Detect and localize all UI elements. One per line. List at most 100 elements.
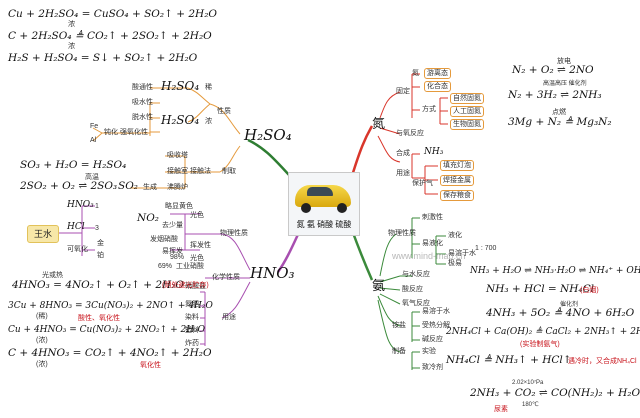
n2-main-branch bbox=[350, 125, 374, 177]
metal-al: Al bbox=[90, 137, 97, 144]
hno3-phys: 物理性质 bbox=[220, 230, 248, 237]
hno3-salts: 硝酸盐 bbox=[185, 283, 206, 290]
eq-c-h2so4-cond: 浓 bbox=[68, 43, 75, 50]
nh3-refrig: 致冷剂 bbox=[422, 364, 443, 371]
nh3-hub: 氨 bbox=[372, 279, 386, 294]
h2so4-dilute-tag: 稀 bbox=[205, 84, 212, 91]
h2so4-conc-formula: H₂SO₄ bbox=[161, 113, 200, 127]
eq-cu-dil-note: 酸性、氧化性 bbox=[78, 315, 120, 322]
eq-nh4cl-decomp-note: 遇冷时，又合成NH₄Cl bbox=[568, 358, 637, 365]
n2-preserve: 保存粮食 bbox=[440, 190, 474, 201]
eq-so2-o2-cond: 高温 bbox=[85, 174, 99, 181]
wangshui-platinum: 铂 bbox=[97, 252, 104, 259]
eq-cu-dil-cond: (稀) bbox=[36, 313, 48, 320]
hno3-light: 光色 bbox=[190, 212, 204, 219]
hno3-plastic: 塑料 bbox=[185, 327, 199, 334]
nh3-smell: 刺激性 bbox=[422, 214, 443, 221]
h2so4-hub: H₂SO₄ bbox=[244, 126, 292, 144]
eq-urea-cond-top: 2.02×10⁷Pa bbox=[512, 380, 544, 386]
hno3-dye: 染料 bbox=[185, 314, 199, 321]
hno3-chem: 化学性质 bbox=[212, 274, 240, 281]
eq-cu-dil: 3Cu + 8HNO₃ = 3Cu(NO₃)₂ + 2NO↑ + 4H₂O bbox=[8, 301, 213, 311]
eq-nh4cl-caoh2: 2NH₄Cl + Ca(OH)₂ ≜ CaCl₂ + 2NH₃↑ + 2H₂O bbox=[446, 327, 640, 337]
h2so4-main-branch bbox=[247, 138, 291, 177]
n2-fill-lamp: 填充灯泡 bbox=[440, 160, 474, 171]
hno3-light2: 光色 bbox=[190, 255, 204, 262]
eq-c-hno3-note: 氧化性 bbox=[140, 362, 161, 369]
eq-c-hno3: C + 4HNO₃ = CO₂↑ + 4NO₂↑ + 2H₂O bbox=[8, 347, 212, 359]
hno3-fuming: 发烟硝酸 bbox=[150, 236, 178, 243]
watermark: www.mind-map.cn bbox=[392, 251, 466, 261]
n2-stable-sub bbox=[411, 73, 420, 118]
wangshui-hcl-ratio: 3 bbox=[95, 225, 99, 232]
nh3-phys-sub bbox=[411, 217, 446, 265]
eq-nh4cl-decomp: NH₄Cl ≜ NH₃↑ + HCl↑ bbox=[446, 354, 572, 366]
h2so4-dilute-formula: H₂SO₄ bbox=[161, 79, 200, 93]
h2so4-contact-method: 接触法 bbox=[190, 168, 211, 175]
wangshui-hcl: HCl bbox=[67, 222, 85, 232]
h2so4-props-link bbox=[209, 103, 241, 135]
n2-nh3: NH₃ bbox=[424, 147, 444, 157]
contact-link bbox=[165, 155, 220, 189]
hno3-98: 98% bbox=[170, 254, 185, 261]
eq-nh4cl-caoh2-note: (实验制氨气) bbox=[520, 341, 560, 348]
n2-artificial: 人工固氮 bbox=[450, 106, 484, 117]
hno3-phys-sub bbox=[170, 213, 222, 251]
n2-compound: 化合态 bbox=[424, 81, 451, 92]
hno3-no2: NO₂ bbox=[137, 212, 160, 224]
eq-urea-cond-bot: 180℃ bbox=[522, 402, 539, 408]
nh3-salt-link bbox=[377, 295, 420, 342]
nh3-chem-sub bbox=[379, 275, 412, 305]
eq-h2s-h2so4: H₂S + H₂SO₄ = S↓ + SO₂↑ + 2H₂O bbox=[8, 52, 198, 64]
n2-methods-sub bbox=[439, 97, 448, 125]
n2-use-link bbox=[377, 135, 401, 163]
nh3-lab: 实验 bbox=[422, 348, 436, 355]
n2-uses: 用途 bbox=[396, 170, 410, 177]
n2-synthesis: 合成 bbox=[396, 150, 410, 157]
h2so4-properties: 性质 bbox=[217, 108, 231, 115]
so2-generate: 生成 bbox=[143, 184, 157, 191]
nh3-rxn-acid: 酸反应 bbox=[402, 286, 423, 293]
hno3-69: 69% bbox=[158, 263, 173, 270]
center-title: 氮 氨 硝酸 硫酸 bbox=[296, 220, 352, 229]
hno3-decomp: 去少量 bbox=[162, 222, 183, 229]
hno3-easy: 易挥发 bbox=[162, 248, 183, 255]
car-wheel-front bbox=[301, 203, 311, 213]
eq-urea: 2NH₃ + CO₂ ⇌ CO(NH₂)₂ + H₂O bbox=[470, 387, 640, 399]
car-window bbox=[307, 187, 333, 196]
eq-nh3-hcl-note: (白烟) bbox=[580, 287, 599, 294]
eq-cu-h2so4: Cu + 2H₂SO₄ = CuSO₄ + SO₂↑ + 2H₂O bbox=[8, 8, 218, 20]
nh3-phys: 物理性质 bbox=[388, 230, 416, 237]
wangshui-dissolve: 可氧化 bbox=[67, 246, 88, 253]
n2-stable-link bbox=[379, 91, 401, 119]
nh3-prepare: 制备 bbox=[392, 348, 406, 355]
n2-lightning: 游离态 bbox=[424, 68, 451, 79]
wangshui-gold: 金 bbox=[97, 240, 104, 247]
nh3-heat-decomp: 受热分解 bbox=[422, 322, 450, 329]
eq-n2-h2-cond: 高温高压 催化剂 bbox=[543, 81, 587, 87]
eq-nh3-o2-cond: 催化剂 bbox=[560, 302, 579, 308]
n2-reactions: 与氧反应 bbox=[396, 130, 424, 137]
nh3-main-branch bbox=[350, 229, 374, 281]
eq-hno3-decomp-note: (阴处避光贮存) bbox=[162, 282, 209, 289]
h2so4-prepare-link bbox=[219, 145, 241, 173]
hno3-volatile: 挥发性 bbox=[190, 242, 211, 249]
nh3-ammonium: 易溶于水 bbox=[422, 308, 450, 315]
nh3-rxn-water: 与水反应 bbox=[402, 271, 430, 278]
nh3-water-sol: 易溶于水 bbox=[448, 250, 476, 257]
h2so4-conc-link bbox=[187, 103, 211, 123]
h2so4-dilute-link bbox=[187, 87, 211, 105]
eq-c-hno3-cond: (浓) bbox=[36, 361, 48, 368]
nh3-ratio: 1 : 700 bbox=[475, 245, 497, 252]
nh3-prep-link bbox=[377, 299, 420, 370]
h2so4-prepare: 制取 bbox=[222, 168, 236, 175]
nh3-oxygen: 氧气反应 bbox=[402, 300, 430, 307]
eq-so3-h2o: SO₃ + H₂O = H₂SO₄ bbox=[20, 159, 127, 171]
eq-c-h2so4: C + 2H₂SO₄ ≜ CO₂↑ + 2SO₂↑ + 2H₂O bbox=[8, 30, 212, 42]
h2so4-absorb-tower: 吸收塔 bbox=[167, 152, 188, 159]
h2so4-boiler: 沸腾炉 bbox=[167, 184, 188, 191]
nh3-chem: 铵盐 bbox=[392, 322, 406, 329]
center-node: 氮 氨 硝酸 硫酸 bbox=[288, 172, 360, 236]
eq-nh3-o2: 4NH₃ + 5O₂ ≜ 4NO + 6H₂O bbox=[486, 307, 635, 319]
